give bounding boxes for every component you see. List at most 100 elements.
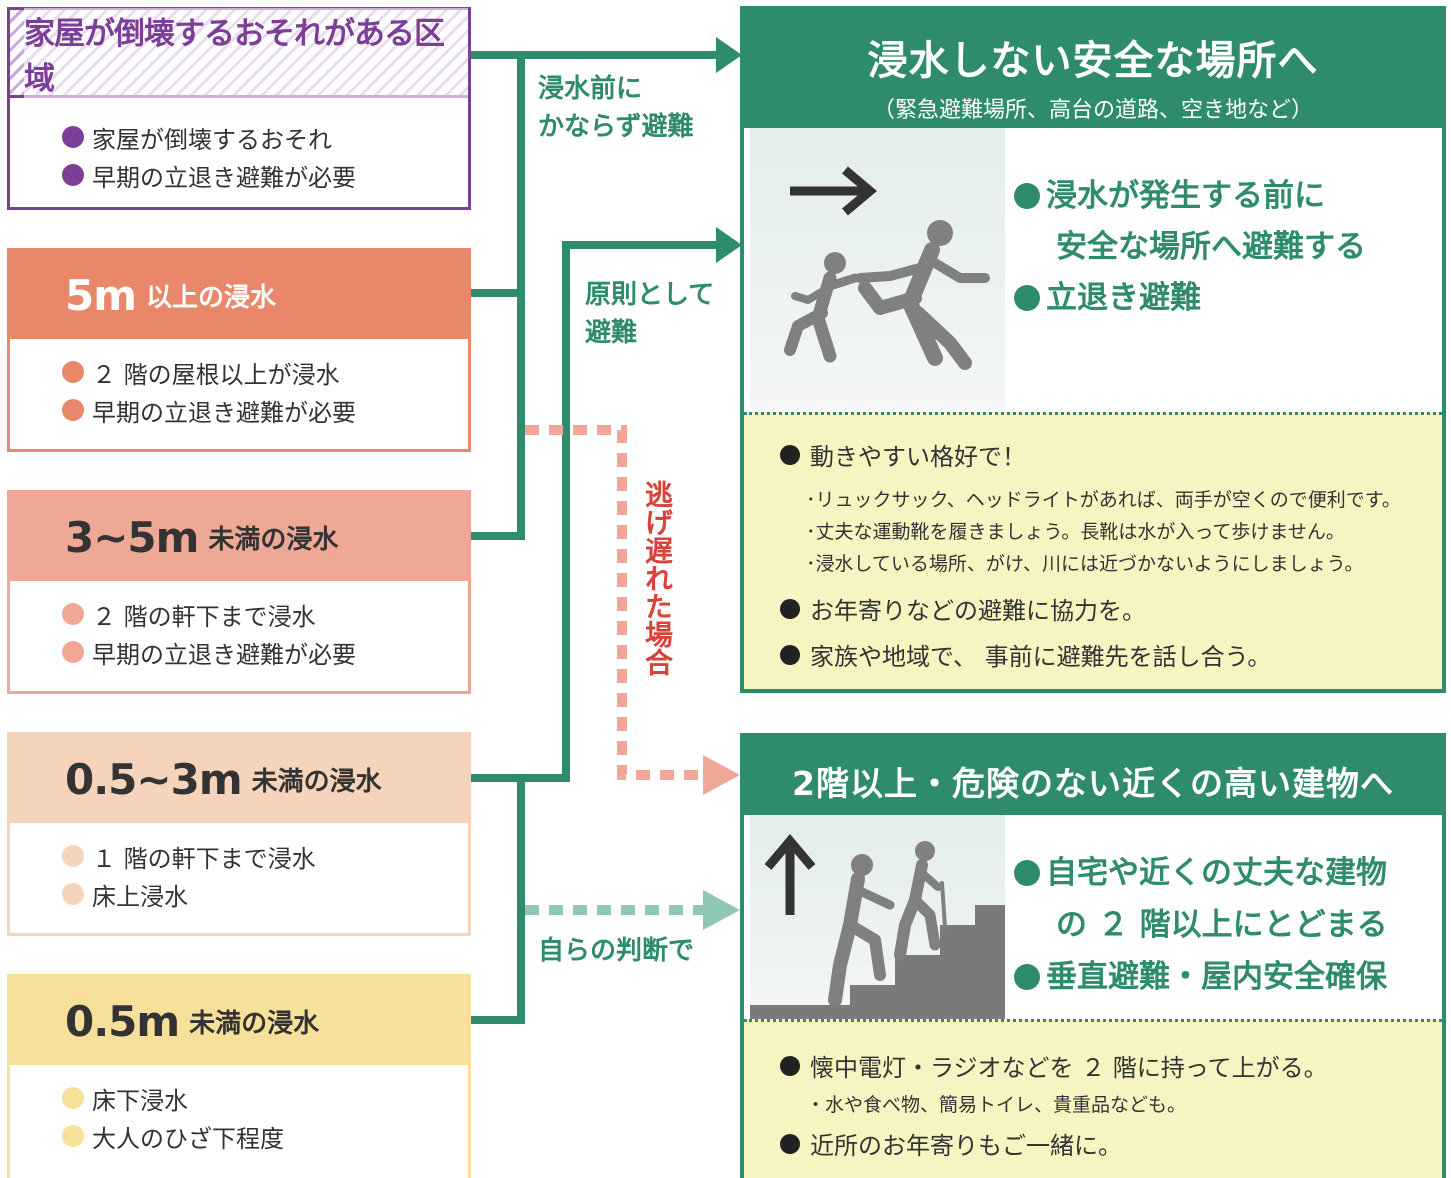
label-late-escape: 逃げ遅れた場合: [641, 480, 674, 676]
category-item: 床下浸水: [92, 1086, 188, 1115]
depth-value: 5m: [65, 270, 137, 320]
label-line: 原則として: [585, 280, 715, 310]
bullet-dot: [62, 883, 84, 905]
advice-text: お年寄りなどの避難に協力を。: [810, 597, 1146, 625]
label-before-flooding: 浸水前に かならず避難: [538, 70, 693, 146]
bullet-dot: [62, 641, 84, 663]
bullet-dot: [62, 361, 84, 383]
bullet-dot: [1014, 183, 1040, 209]
advice-subitem: ･浸水している場所、がけ、川には近づかないようにしましょう。: [806, 553, 1364, 575]
bullet-dot: [62, 126, 84, 148]
depth-label: 以上の浸水: [146, 282, 277, 313]
depth-value: 0.5~3m: [65, 754, 243, 804]
category-under-0-5m: 0.5m 未満の浸水 床下浸水 大人のひざ下程度: [7, 974, 471, 1178]
category-item: ２ 階の屋根以上が浸水: [92, 360, 340, 389]
depth-value: 0.5m: [65, 996, 180, 1046]
arrowhead-panel1-b: [716, 227, 742, 263]
key-point: 垂直避難・屋内安全確保: [1014, 951, 1387, 996]
key-point: 自宅や近くの丈夫な建物: [1014, 847, 1387, 892]
category-item: 早期の立退き避難が必要: [92, 398, 356, 427]
key-point-text: 浸水が発生する前に: [1046, 178, 1325, 214]
bullet-dot: [1014, 860, 1040, 886]
bullet-dot: [62, 603, 84, 625]
arrowhead-panel1-a: [716, 37, 742, 73]
key-point-text: 安全な場所へ避難する: [1056, 229, 1366, 265]
illustration-area: [750, 128, 1005, 410]
bullet-dot: [62, 399, 84, 421]
bullet-dot: [780, 1055, 800, 1076]
label-line: 避難: [585, 318, 638, 348]
bullet-dot: [62, 1087, 84, 1109]
bullet-dot: [62, 164, 84, 186]
category-header: 0.5~3m 未満の浸水: [10, 735, 468, 823]
category-header: 3~5m 未満の浸水: [10, 493, 468, 581]
panel-subtitle: （緊急避難場所、高台の道路、空き地など）: [872, 98, 1313, 123]
key-point-text: 垂直避難・屋内安全確保: [1046, 959, 1387, 995]
panel-header: 2階以上・危険のない近くの高い建物へ: [744, 737, 1442, 815]
illustration-area: [750, 815, 1005, 1019]
advice-text: 動きやすい格好で！: [810, 443, 1026, 471]
arrowhead-panel2-own: [703, 890, 740, 930]
key-point: 立退き避難: [1014, 272, 1201, 317]
category-item: 家屋が倒壊するおそれ: [92, 125, 332, 154]
category-header: 家屋が倒壊するおそれがある区域: [10, 7, 468, 98]
panel-header: 浸水しない安全な場所へ （緊急避難場所、高台の道路、空き地など）: [744, 10, 1442, 128]
stairs-climbing-people-icon: [750, 834, 1005, 1019]
panel-title: 2階以上・危険のない近くの高い建物へ: [792, 764, 1394, 803]
label-line: 浸水前に: [538, 74, 643, 104]
advice-item: 懐中電灯・ラジオなどを ２ 階に持って上がる。: [780, 1048, 1328, 1083]
panel-safe-place: 浸水しない安全な場所へ （緊急避難場所、高台の道路、空き地など）: [740, 6, 1446, 693]
bullet-dot: [780, 1133, 800, 1154]
key-point: 浸水が発生する前に: [1014, 170, 1325, 215]
advice-box: 動きやすい格好で！ ･リュックサック、ヘッドライトがあれば、両手が空くので便利で…: [744, 412, 1442, 689]
category-item: 大人のひざ下程度: [92, 1124, 284, 1153]
advice-subitem: ･丈夫な運動靴を履きましょう。長靴は水が入って歩けません。: [806, 521, 1345, 543]
category-item: １ 階の軒下まで浸水: [92, 844, 316, 873]
key-point-text: の ２ 階以上にとどまる: [1056, 907, 1388, 943]
bullet-dot: [62, 1125, 84, 1147]
category-item: 早期の立退き避難が必要: [92, 640, 356, 669]
running-people-icon: [784, 166, 990, 370]
advice-item: 近所のお年寄りもご一緒に。: [780, 1126, 1122, 1161]
category-item: ２ 階の軒下まで浸水: [92, 602, 316, 631]
panel-high-building: 2階以上・危険のない近くの高い建物へ 自宅や近くの丈夫な建物 の ２ 階: [740, 733, 1446, 1178]
advice-text: 近所のお年寄りもご一緒に。: [810, 1132, 1122, 1160]
bullet-dot: [780, 598, 800, 619]
bullet-dot: [1014, 964, 1040, 990]
bullet-dot: [780, 444, 800, 465]
bullet-dot: [780, 644, 800, 665]
label-line: かならず避難: [538, 112, 694, 142]
label-own-judgement: 自らの判断で: [538, 936, 695, 966]
label-in-principle: 原則として 避難: [585, 276, 714, 352]
advice-item: 家族や地域で、 事前に避難先を話し合う。: [780, 637, 1271, 672]
arrowhead-panel2-late: [703, 755, 740, 795]
depth-label: 未満の浸水: [189, 1008, 320, 1039]
panel-title: 浸水しない安全な場所へ: [867, 38, 1319, 84]
advice-text: 家族や地域で、 事前に避難先を話し合う。: [810, 643, 1272, 671]
category-3-5m: 3~5m 未満の浸水 ２ 階の軒下まで浸水 早期の立退き避難が必要: [7, 490, 471, 694]
category-header: 0.5m 未満の浸水: [10, 977, 468, 1065]
connector-late-dashed: [525, 425, 705, 780]
key-point-text: 自宅や近くの丈夫な建物: [1046, 855, 1387, 891]
up-arrow-icon: [764, 834, 816, 915]
advice-item: 動きやすい格好で！: [780, 437, 1026, 472]
right-arrow-icon: [790, 166, 877, 216]
category-title: 家屋が倒壊するおそれがある区域: [24, 7, 468, 98]
depth-label: 未満の浸水: [251, 766, 382, 797]
advice-text: 懐中電灯・ラジオなどを ２ 階に持って上がる。: [810, 1054, 1328, 1082]
bullet-dot: [62, 845, 84, 867]
advice-subitem: ・水や食べ物、簡易トイレ、貴重品なども。: [806, 1094, 1187, 1116]
depth-label: 未満の浸水: [208, 524, 339, 555]
category-header: 5m 以上の浸水: [10, 251, 468, 339]
category-5m: 5m 以上の浸水 ２ 階の屋根以上が浸水 早期の立退き避難が必要: [7, 248, 471, 452]
category-house-collapse-zone: 家屋が倒壊するおそれがある区域 家屋が倒壊するおそれ 早期の立退き避難が必要: [7, 7, 471, 210]
advice-subitem: ･リュックサック、ヘッドライトがあれば、両手が空くので便利です。: [806, 489, 1401, 511]
depth-value: 3~5m: [65, 512, 199, 562]
advice-item: お年寄りなどの避難に協力を。: [780, 591, 1146, 626]
category-item: 床上浸水: [92, 882, 188, 911]
bullet-dot: [1014, 285, 1040, 311]
category-0-5-3m: 0.5~3m 未満の浸水 １ 階の軒下まで浸水 床上浸水: [7, 732, 471, 936]
advice-box: 懐中電灯・ラジオなどを ２ 階に持って上がる。 ・水や食べ物、簡易トイレ、貴重品…: [744, 1019, 1442, 1178]
key-point-text: 立退き避難: [1046, 280, 1201, 316]
